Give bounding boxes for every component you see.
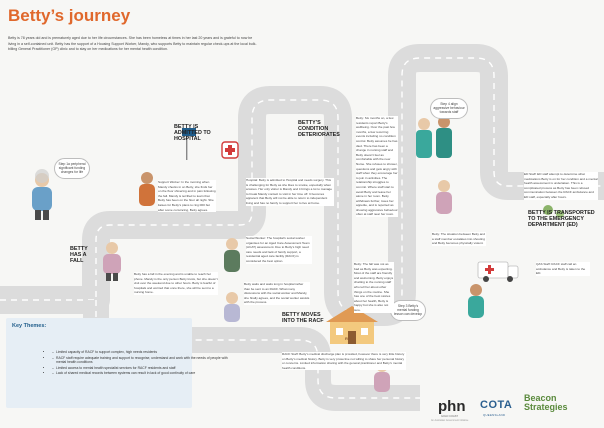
beacon-logo-line1: Beacon [524, 393, 557, 403]
key-themes-list: Limited capacity of RACF to support comp… [12, 350, 228, 377]
cota-logo-subtitle: QUEENSLAND [483, 413, 506, 417]
betty-figure-2-icon [103, 242, 121, 281]
key-themes-title: Key Themes: [12, 323, 47, 329]
speech-bubble-3: Step 3 Betty's mental funding lesson can… [390, 300, 426, 321]
support-worker-figure-icon [139, 172, 155, 206]
beacon-logo-line2: Strategies [524, 402, 568, 412]
staff-figure-icon [468, 284, 484, 318]
nurse-figures-icon [416, 116, 452, 158]
milestone-racf: BETTY MOVES INTO THE RACF [282, 312, 324, 324]
theme-item: Limited capacity of RACF to support comp… [52, 350, 228, 355]
theme-item: RACF staff require adequate training and… [52, 356, 228, 365]
cota-logo: COTA [480, 399, 513, 411]
trees-icon [543, 205, 564, 218]
theme-item: Lack of shared medical records between s… [52, 371, 228, 376]
betty-figure-1-icon [32, 169, 52, 220]
milestone-fall: BETTY HAS A FALL [70, 246, 88, 264]
card-ed-staff: ED Staff: ED staff attempt to determine … [524, 172, 598, 200]
hospital-sign-icon [221, 141, 239, 159]
milestone-deteriorates: BETTY’S CONDITION DETERIORATES [298, 120, 340, 138]
social-worker-figure-icon [224, 238, 240, 272]
speech-bubble-2: Step 4 align aggressive behaviour toward… [430, 98, 468, 119]
card-deteriorates: Betty: Six months on, a few residents re… [356, 116, 398, 218]
phn-logo-subtitle: GOLD COAST [441, 415, 459, 418]
card-support-worker: Support Worker: In the morning when Mand… [158, 180, 216, 213]
road-sign-post-icon [182, 128, 196, 160]
beacon-logo: Beacon Strategies [524, 394, 568, 412]
card-social-worker: Social Worker: The hospital's social wor… [246, 236, 312, 264]
card-fall-detail: Betty has a fall in the evening and is u… [134, 272, 218, 295]
card-racf-staff: RACF Staff: Betty's medical discharge pl… [282, 352, 406, 371]
card-qas-staff: QAS Staff: RACF staff call an ambulance … [536, 262, 590, 276]
ambulance-icon [477, 261, 519, 282]
betty-racf-figure-icon [436, 180, 452, 214]
card-fall-racf: Betty: The fall was not as bad as Betty … [354, 262, 394, 313]
betty-hospital-figure-icon [224, 292, 240, 322]
page-title: Betty’s journey [8, 6, 131, 25]
racf-sign: RACF [345, 336, 357, 341]
card-relaxed: Betty: The situation between Betty and a… [432, 232, 486, 246]
phn-logo: phn [438, 398, 466, 415]
racf-building-icon [326, 306, 378, 344]
milestone-hospital: BETTY IS ADMITTED TO HOSPITAL [174, 124, 211, 142]
card-hospital: Hospital: Betty is admitted to Hospital … [246, 178, 334, 206]
card-hospital-wait: Betty waits and waits long in hospital r… [244, 282, 310, 305]
intro-paragraph: Betty is 78 years old and is prematurely… [8, 36, 257, 52]
road-center-line [0, 57, 604, 313]
speech-bubble-1: Step 1a peripheral significant funding c… [54, 158, 90, 179]
phn-fine-print: An Australian Government Initiative [431, 419, 469, 422]
milestone-transferred: BETTY IS TRANSPORTED TO THE EMERGENCY DE… [528, 210, 595, 228]
theme-item: Limited access to mental health speciali… [52, 366, 228, 371]
